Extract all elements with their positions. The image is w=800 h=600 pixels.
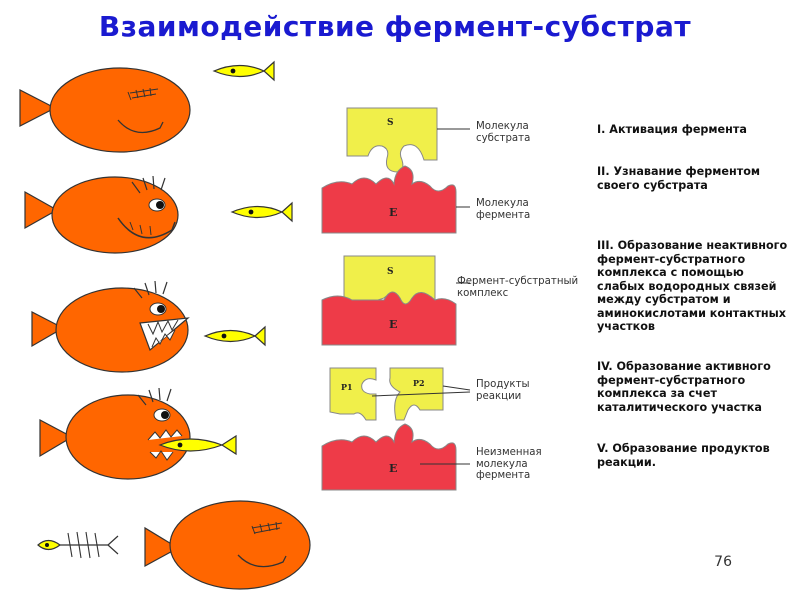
big-fish-3 [31,280,190,373]
substrate-letter: S [387,118,394,128]
unchanged-enzyme-shape [321,423,457,491]
complex-substrate-letter: S [387,267,394,277]
stage-5-text: V. Образование продуктов реакции. [597,442,770,469]
small-fish-4 [158,434,237,456]
label-complex: Фермент-субстратный комплекс [457,276,579,299]
products-leader-2 [371,391,471,397]
big-fish-5 [144,500,311,590]
product-1-letter: P1 [341,382,353,392]
label-unchanged-enzyme: Неизменная молекула фермента [476,447,542,481]
teeth-top [147,429,183,441]
product-1-shape [329,367,377,421]
page-number: 76 [714,554,732,570]
label-products: Продукты реакции [476,379,530,402]
enzyme-letter: E [389,206,398,219]
teeth-bottom [149,450,174,461]
stage-4-text: IV. Образование активного фермент-субстр… [597,360,771,414]
unchanged-enzyme-letter: E [389,462,398,475]
enzyme-shape [321,165,457,234]
small-fish-2 [231,202,293,222]
complex-enzyme [321,291,457,346]
slide-title: Взаимодействие фермент-субстрат [98,10,692,43]
big-fish-2 [24,175,179,254]
products-leader-1 [442,385,471,391]
big-fish-1 [19,67,191,153]
complex-enzyme-letter: E [389,318,398,331]
small-fish-1 [213,61,275,81]
small-fish-3 [204,326,266,346]
fish-skeleton [37,531,119,559]
stage-3-text: III. Образование неактивного фермент-суб… [597,239,788,333]
label-substrate-molecule: Молекула субстрата [476,121,531,144]
stage-1-text: I. Активация фермента [597,123,747,136]
product-2-letter: P2 [413,378,425,388]
big-fish-4 [39,387,191,480]
stage-2-text: II. Узнавание ферментом своего субстрата [597,165,761,192]
label-enzyme-molecule: Молекула фермента [476,198,531,221]
